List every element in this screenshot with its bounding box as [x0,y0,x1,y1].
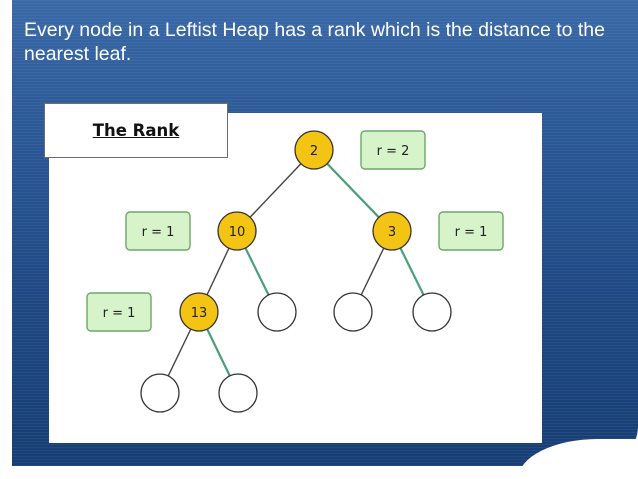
rank-box-bg [86,292,152,332]
rank-label: r = 2 [377,144,410,159]
node-circle [140,373,180,413]
node-circle [257,292,297,332]
heap-node: 13 [179,292,219,332]
title-box: The Rank [44,103,228,158]
empty-leaf-node [218,373,258,413]
rank-label: r = 1 [103,306,136,321]
node-circle [333,292,373,332]
rank-box: r = 2 [360,130,426,170]
node-value: 10 [229,225,246,240]
node-circle [412,292,452,332]
slide-headline: Every node in a Leftist Heap has a rank … [24,19,606,65]
node-circle [217,211,257,251]
node-circle [372,211,412,251]
rank-box-bg [438,211,504,251]
diagram-title: The Rank [92,121,180,140]
node-circle [179,292,219,332]
rank-label: r = 1 [142,225,175,240]
node-value: 2 [310,144,318,159]
rank-box: r = 1 [438,211,504,251]
heap-node: 10 [217,211,257,251]
rank-box: r = 1 [125,211,191,251]
empty-leaf-node [140,373,180,413]
empty-leaf-node [333,292,373,332]
empty-leaf-node [257,292,297,332]
node-circle [294,130,334,170]
rank-box-bg [125,211,191,251]
rank-label: r = 1 [455,225,488,240]
heap-node: 2 [294,130,334,170]
diagram-panel [49,113,542,443]
rank-box: r = 1 [86,292,152,332]
rank-box-bg [360,130,426,170]
node-value: 13 [191,306,208,321]
node-circle [218,373,258,413]
rank-labels: r = 2 r = 1 r = 1 r = 1 [86,130,504,332]
heap-node: 3 [372,211,412,251]
tree-nodes: 2 10 3 13 [140,130,452,413]
tree-edges [159,149,433,394]
empty-leaf-node [412,292,452,332]
node-value: 3 [388,225,396,240]
